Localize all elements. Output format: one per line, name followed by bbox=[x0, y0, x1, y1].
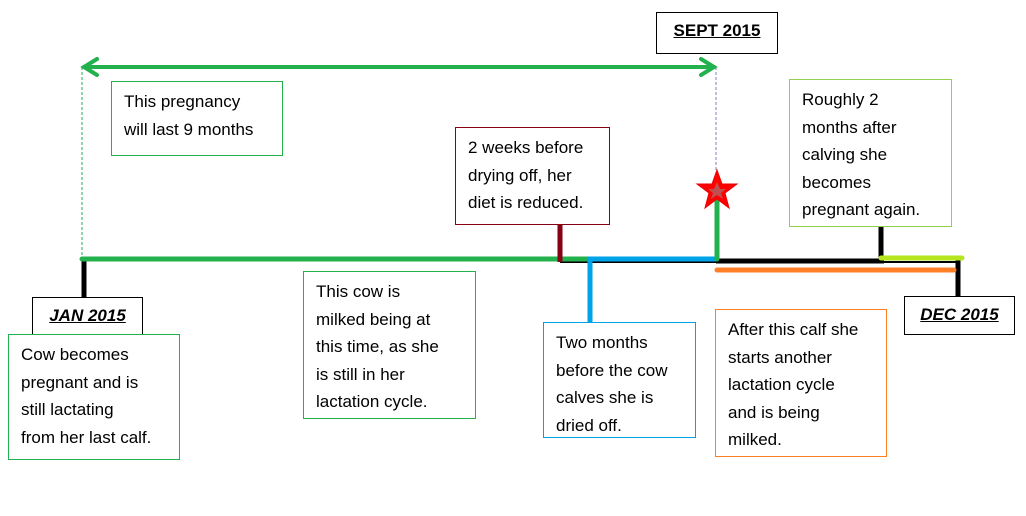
jan-2015-label: JAN 2015 bbox=[32, 297, 143, 335]
diet-note: 2 weeks before drying off, her diet is r… bbox=[455, 127, 610, 225]
dried-off-note: Two months before the cow calves she is … bbox=[543, 322, 696, 438]
pregnancy-duration-arrow bbox=[80, 57, 718, 77]
pregnancy-duration-note: This pregnancy will last 9 months bbox=[111, 81, 283, 156]
dec-2015-label: DEC 2015 bbox=[904, 296, 1015, 335]
dry-period-line bbox=[587, 256, 716, 322]
new-lactation-note: After this calf she starts another lacta… bbox=[715, 309, 887, 457]
pregnant-again-note: Roughly 2 months after calving she becom… bbox=[789, 79, 952, 227]
sept-2015-label: SEPT 2015 bbox=[656, 12, 778, 54]
start-note: Cow becomes pregnant and is still lactat… bbox=[8, 334, 180, 460]
milked-note: This cow is milked being at this time, a… bbox=[303, 271, 476, 419]
calving-star-center bbox=[708, 182, 726, 199]
